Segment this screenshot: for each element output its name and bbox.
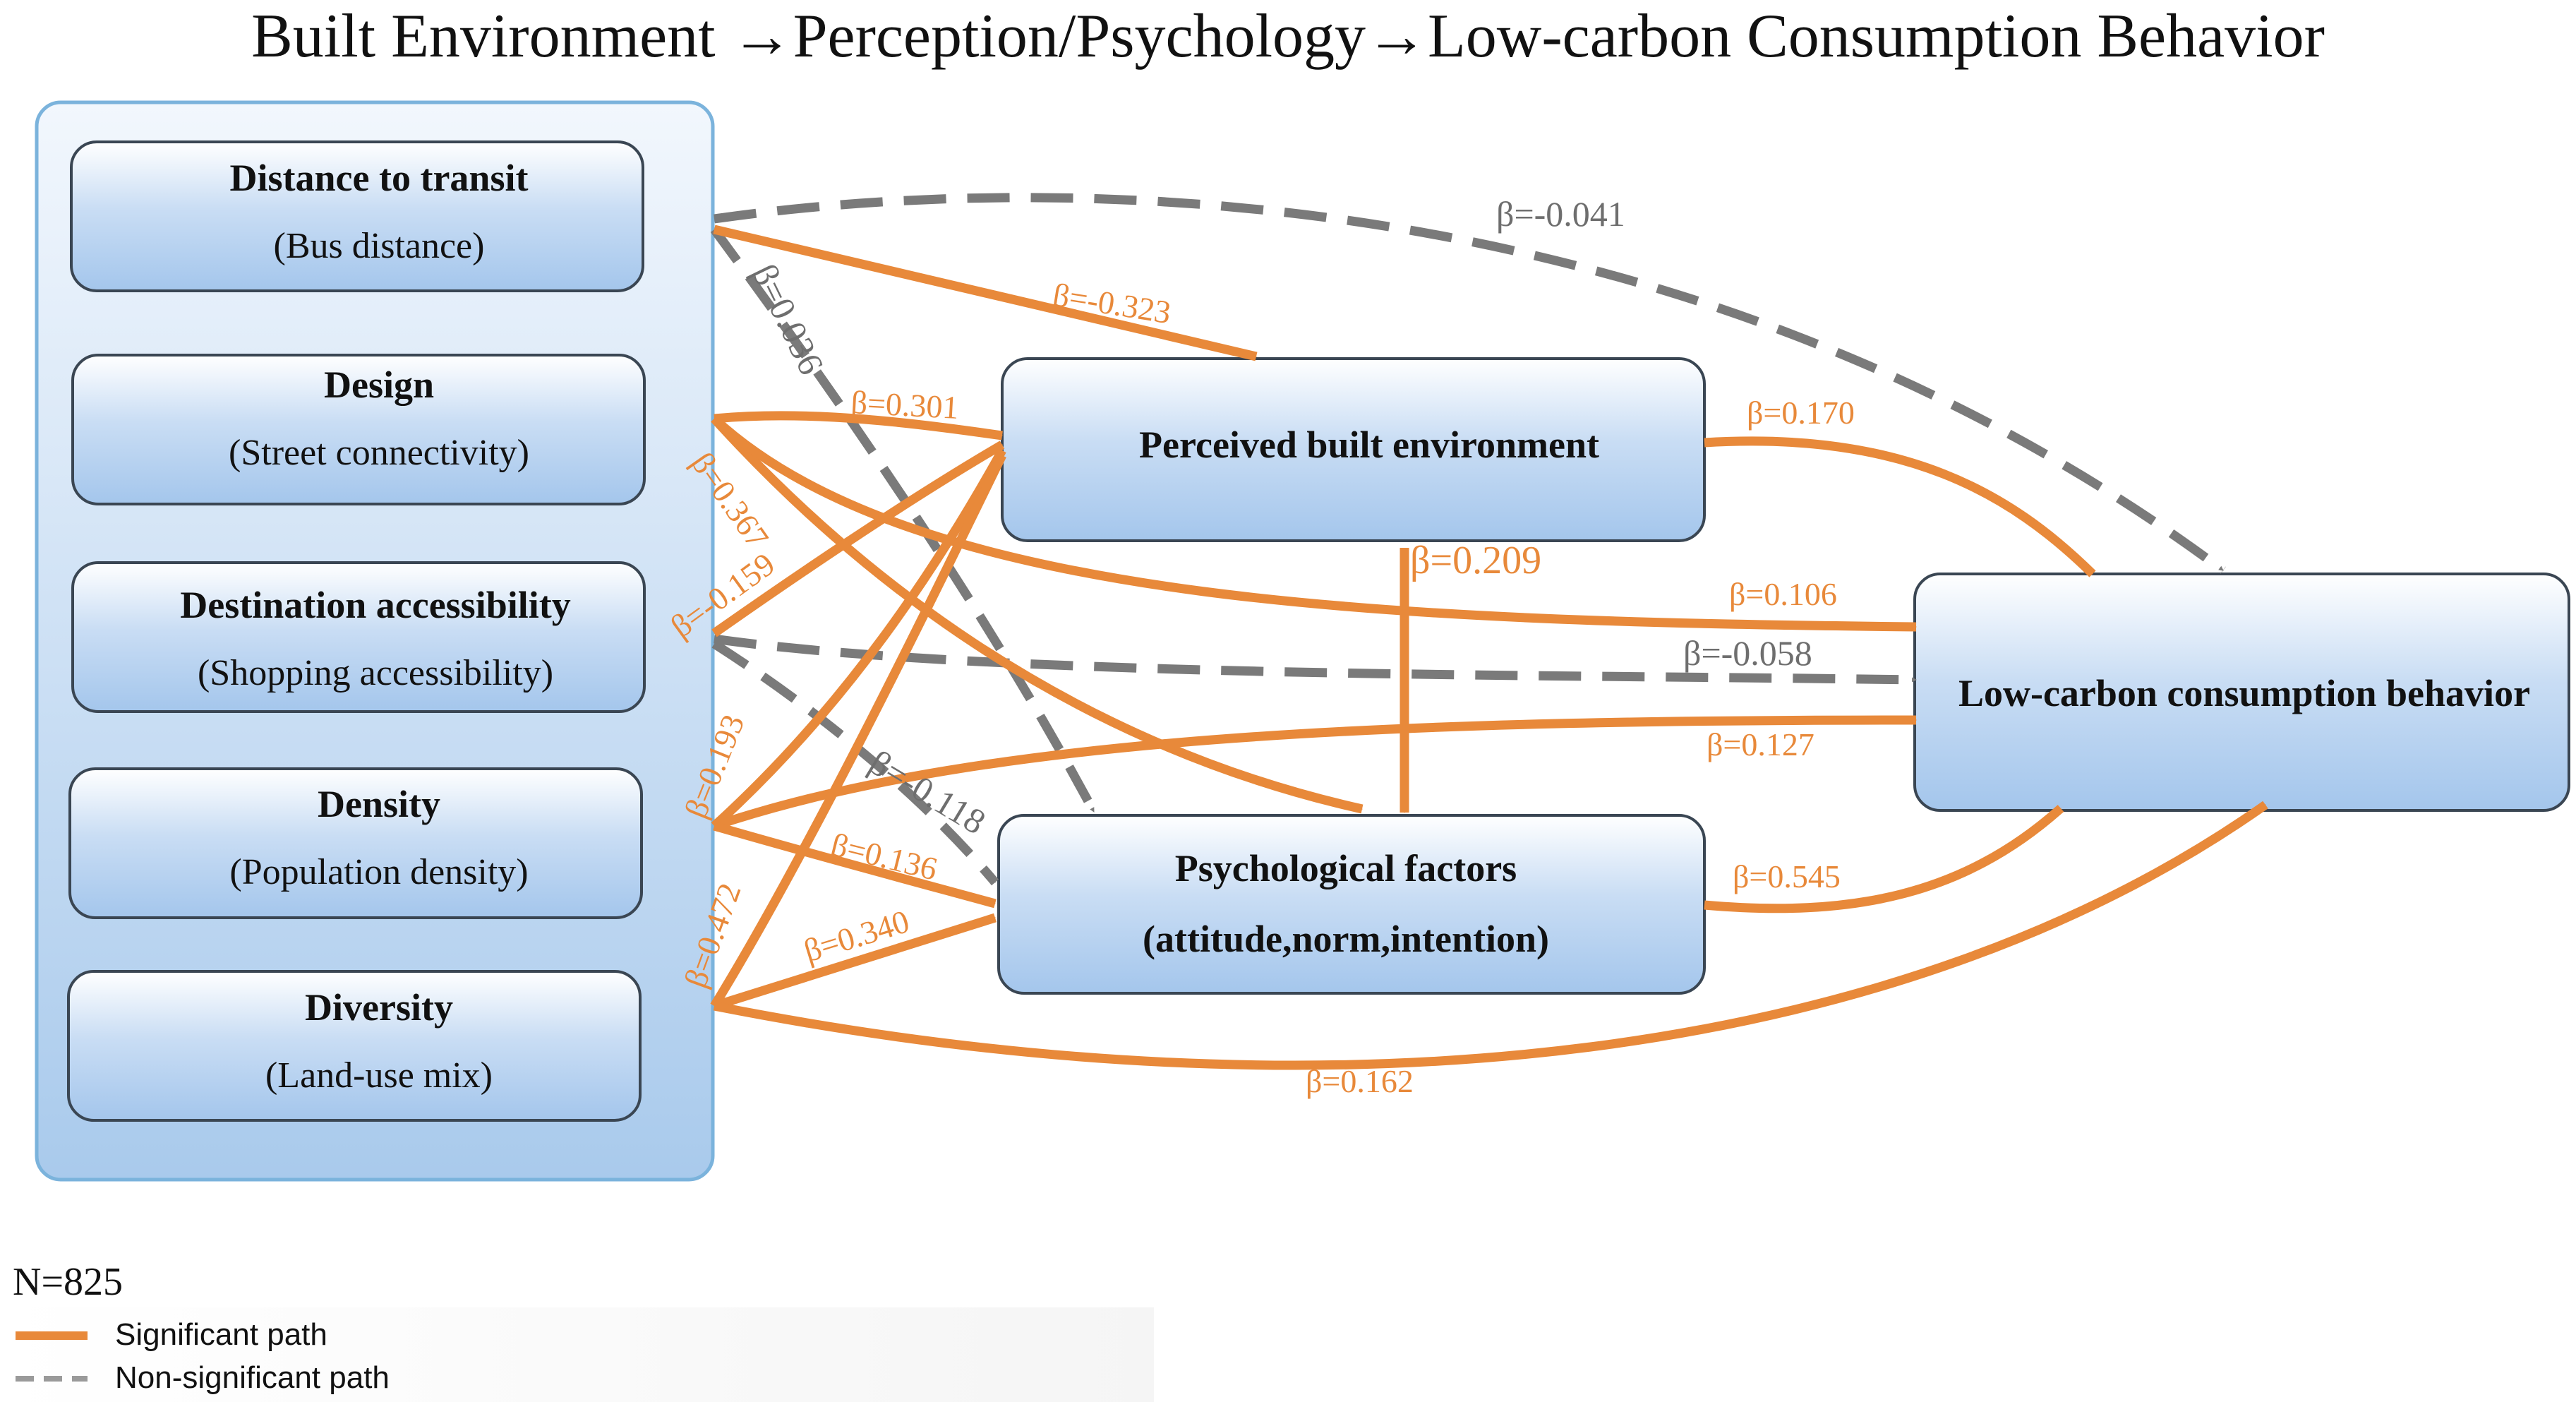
arrow-design-to-perceived <box>714 411 1004 441</box>
arrow-access-to-psych <box>711 640 999 886</box>
node-title: Destination accessibility <box>180 584 570 626</box>
node-title: Diversity <box>305 986 453 1029</box>
legend: Significant path Non-significant path <box>16 1317 390 1395</box>
label-transit-outcome: β=-0.041 <box>1496 194 1625 234</box>
arrow-design-to-outcome <box>711 415 1918 632</box>
arrow-psych-to-outcome <box>1704 805 2064 913</box>
node-distance-to-transit: Distance to transit (Bus distance) <box>70 140 644 292</box>
node-title: Distance to transit <box>230 157 529 199</box>
node-perceived-built-environment: Perceived built environment <box>1001 357 1706 542</box>
legend-non-significant-label: Non-significant path <box>115 1360 390 1395</box>
node-title: Perceived built environment <box>1139 424 1599 466</box>
arrow-access-to-outcome <box>714 634 1918 685</box>
label-access-outcome: β=-0.058 <box>1683 633 1812 673</box>
label-design-outcome: β=0.106 <box>1729 576 1837 612</box>
node-psychological-factors: Psychological factors (attitude,norm,int… <box>997 814 1706 995</box>
legend-box <box>0 1307 1154 1402</box>
path-arrows <box>710 193 2268 1070</box>
arrow-transit-to-outcome <box>714 193 2226 575</box>
legend-significant-label: Significant path <box>115 1317 327 1352</box>
arrow-perceived-to-outcome <box>1704 436 2096 577</box>
label-design-perceived: β=0.301 <box>850 384 959 426</box>
arrow-design-to-psych <box>711 415 1364 814</box>
node-title: Design <box>324 364 434 406</box>
label-access-psych: β=-0.118 <box>862 742 992 841</box>
label-density-outcome: β=0.127 <box>1707 726 1814 762</box>
label-perceived-outcome: β=0.170 <box>1747 395 1855 431</box>
arrow-diversity-to-psych <box>713 913 997 1011</box>
arrow-transit-to-perceived <box>713 224 1258 361</box>
arrow-diversity-to-perceived <box>710 453 1006 1009</box>
arrow-diversity-to-outcome <box>713 801 2268 1070</box>
label-perceived-psych: β=0.209 <box>1410 539 1541 582</box>
node-subtitle: (Population density) <box>229 852 528 892</box>
node-low-carbon-consumption-behavior: Low-carbon consumption behavior <box>1913 573 2570 812</box>
node-title: Density <box>318 783 440 825</box>
node-subtitle: (Street connectivity) <box>229 433 529 473</box>
arrow-density-to-perceived <box>711 448 1006 829</box>
node-title: Low-carbon consumption behavior <box>1958 672 2530 714</box>
sample-size: N=825 <box>13 1260 123 1304</box>
label-psych-outcome: β=0.545 <box>1733 858 1841 894</box>
arrow-access-to-perceived <box>711 441 1005 637</box>
node-subtitle: (Bus distance) <box>274 226 485 266</box>
arrow-density-to-outcome <box>712 715 1918 831</box>
arrow-density-to-psych <box>713 821 997 909</box>
node-destination-accessibility: Destination accessibility (Shopping acce… <box>71 561 646 713</box>
label-transit-psych: β=0.036 <box>745 258 831 381</box>
node-density: Density (Population density) <box>68 767 643 919</box>
node-diversity: Diversity (Land-use mix) <box>67 970 642 1122</box>
diagram-title: Built Environment →Perception/Psychology… <box>251 2 2325 71</box>
node-title: Psychological factors <box>1175 847 1517 889</box>
label-diversity-outcome: β=0.162 <box>1306 1063 1414 1099</box>
node-subtitle: (attitude,norm,intention) <box>1143 918 1549 960</box>
node-subtitle: (Shopping accessibility) <box>198 653 553 693</box>
node-design: Design (Street connectivity) <box>71 354 646 505</box>
arrow-transit-to-psych <box>710 227 1098 815</box>
node-subtitle: (Land-use mix) <box>265 1055 493 1096</box>
